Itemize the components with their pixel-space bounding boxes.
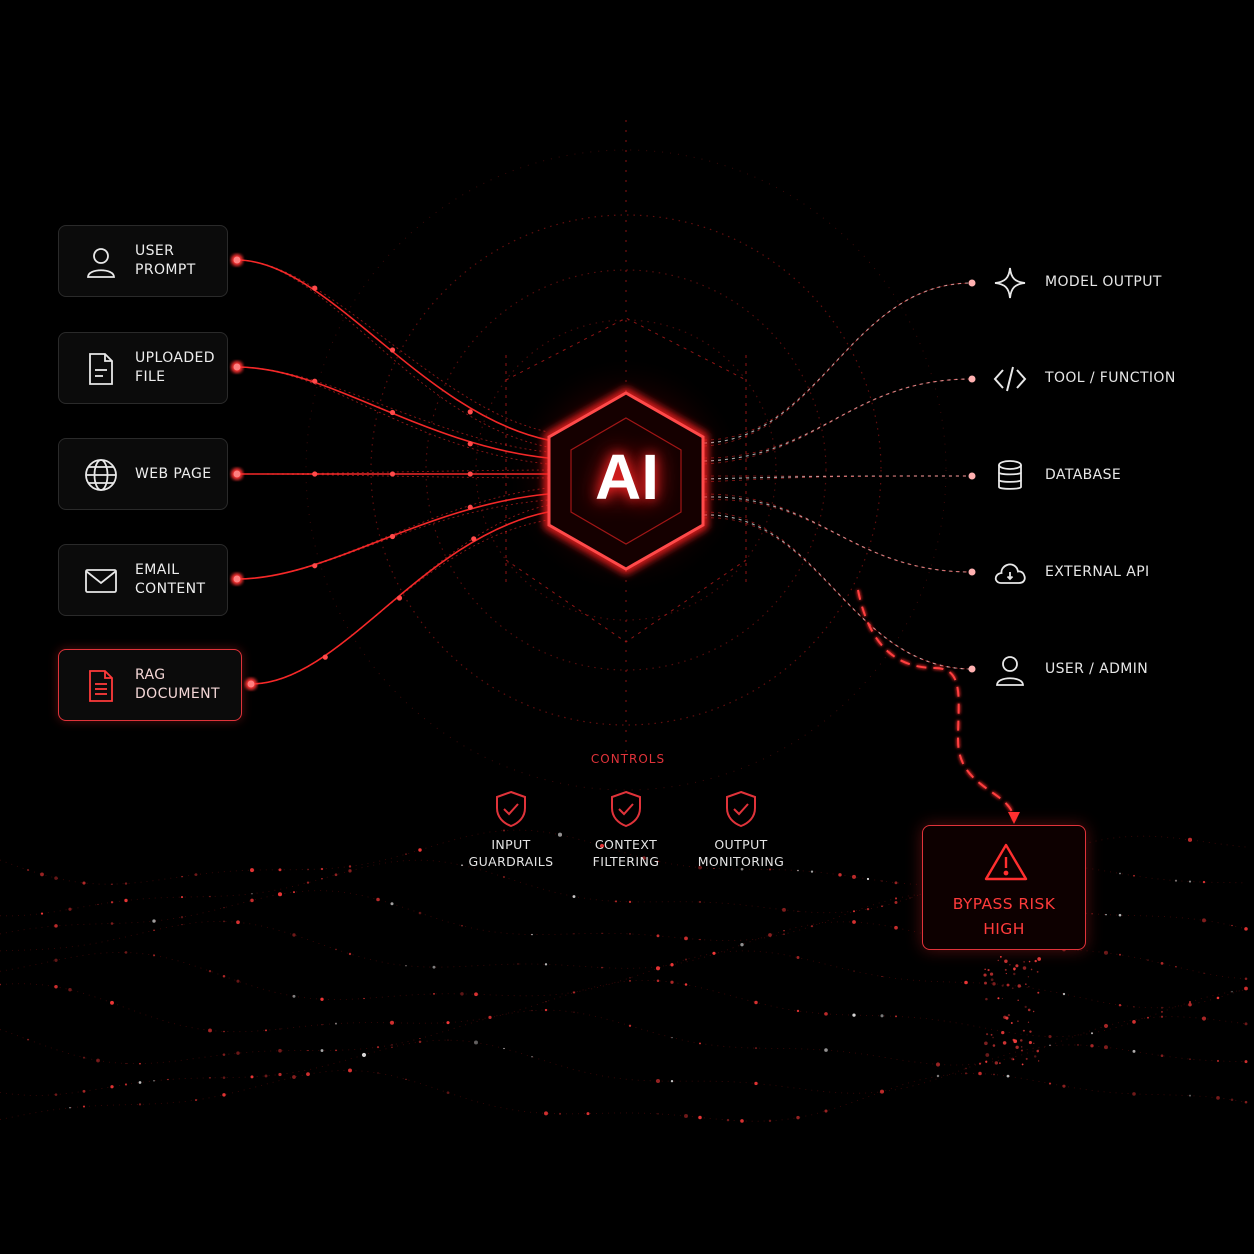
output-label: MODEL OUTPUT xyxy=(1045,274,1162,290)
input-connections xyxy=(231,254,549,690)
control-label-line1: OUTPUT xyxy=(714,837,768,852)
warning-icon xyxy=(984,843,1028,881)
risk-label-line1: BYPASS RISK xyxy=(952,895,1056,913)
output-label: TOOL / FUNCTION xyxy=(1045,370,1176,386)
mail-icon xyxy=(85,569,117,593)
shield-check-icon xyxy=(611,790,641,828)
controls-title: CONTROLS xyxy=(590,752,666,766)
ai-core-hexagon xyxy=(544,387,708,575)
source-label-line1: WEB PAGE xyxy=(135,465,212,482)
database-icon xyxy=(998,460,1022,490)
output-connections xyxy=(703,279,976,673)
output-tool-function[interactable]: TOOL / FUNCTION xyxy=(992,359,1232,399)
orbit-rings xyxy=(370,214,882,726)
shield-check-icon xyxy=(726,790,756,828)
source-label-line2: PROMPT xyxy=(135,262,196,278)
output-external-api[interactable]: EXTERNAL API xyxy=(992,553,1232,593)
source-label-line1: UPLOADED xyxy=(135,350,215,366)
output-database[interactable]: DATABASE xyxy=(992,456,1232,496)
output-model-output[interactable]: MODEL OUTPUT xyxy=(992,263,1232,303)
bypass-path xyxy=(856,589,1016,821)
source-email-content[interactable]: EMAIL CONTENT xyxy=(58,544,228,616)
shield-check-icon xyxy=(496,790,526,828)
user-icon xyxy=(996,656,1024,686)
source-user-prompt[interactable]: USER PROMPT xyxy=(58,225,228,297)
source-label-line1: EMAIL xyxy=(135,562,180,578)
control-label-line2: FILTERING xyxy=(592,854,660,869)
output-label: EXTERNAL API xyxy=(1045,564,1150,580)
output-user-admin[interactable]: USER / ADMIN xyxy=(992,650,1232,690)
ai-core-label: AI xyxy=(595,441,659,513)
control-context-filtering[interactable]: CONTEXT FILTERING xyxy=(561,790,691,870)
source-label-line1: USER xyxy=(135,243,175,259)
risk-label-line2: HIGH xyxy=(983,920,1025,938)
bypass-arrowhead xyxy=(1008,812,1020,824)
source-rag-document[interactable]: RAG DOCUMENT xyxy=(58,649,242,721)
user-icon xyxy=(87,248,115,278)
source-label-line2: DOCUMENT xyxy=(135,686,220,702)
file-icon xyxy=(89,353,113,385)
output-label: USER / ADMIN xyxy=(1045,661,1149,677)
output-label: DATABASE xyxy=(1045,467,1122,483)
source-label-line2: FILE xyxy=(135,369,166,385)
control-label-line2: MONITORING xyxy=(697,854,785,869)
control-label-line1: CONTEXT xyxy=(594,837,658,852)
globe-icon xyxy=(85,459,117,491)
control-output-monitoring[interactable]: OUTPUT MONITORING xyxy=(676,790,806,870)
source-uploaded-file[interactable]: UPLOADED FILE xyxy=(58,332,228,404)
sparkle-icon xyxy=(994,267,1026,299)
control-label-line1: INPUT xyxy=(491,837,531,852)
code-icon xyxy=(993,366,1027,392)
bypass-risk-alert[interactable]: BYPASS RISK HIGH xyxy=(922,825,1086,950)
control-label-line2: GUARDRAILS xyxy=(468,854,554,869)
document-icon xyxy=(89,670,113,702)
cloud-icon xyxy=(994,563,1026,584)
orbit-rings-outer xyxy=(305,149,947,791)
core-frame xyxy=(505,317,747,643)
source-label-line2: CONTENT xyxy=(135,581,206,597)
source-label-line1: RAG xyxy=(135,667,166,683)
control-input-guardrails[interactable]: INPUT GUARDRAILS xyxy=(446,790,576,870)
source-web-page[interactable]: WEB PAGE xyxy=(58,438,228,510)
